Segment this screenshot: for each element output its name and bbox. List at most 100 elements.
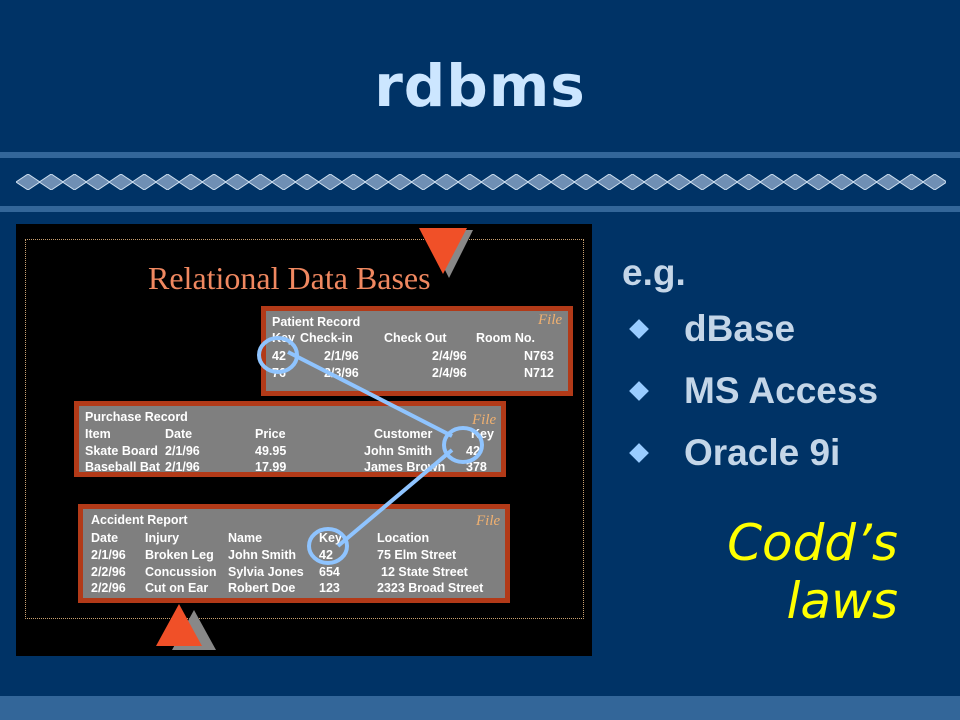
codds-laws-callout: Codd’s laws <box>727 514 898 630</box>
divider-diamond-icon <box>596 174 623 190</box>
divider-diamond-icon <box>317 174 344 190</box>
key-circle-accident <box>307 527 349 565</box>
accident-cell: 42 <box>319 548 333 562</box>
purchase-col-date: Date <box>165 427 193 441</box>
divider-diamond-icon <box>642 174 669 190</box>
accident-cell: Broken Leg <box>145 548 214 562</box>
link-line-purchase-accident <box>336 448 454 548</box>
callout-line-1: Codd’s <box>727 514 898 572</box>
divider-diamond-icon <box>38 174 65 190</box>
divider-diamond-icon <box>363 174 390 190</box>
divider-diamond-icon <box>689 174 716 190</box>
triangle-bottom <box>156 604 202 646</box>
divider-diamond-icon <box>480 174 506 190</box>
divider-diamond-icon <box>805 174 832 190</box>
accident-cell: 654 <box>319 565 340 579</box>
divider-diamond-icon <box>619 174 646 190</box>
divider-diamond-icon <box>294 174 320 190</box>
divider-diamond-icon <box>921 174 946 190</box>
purchase-cell: Baseball Bat <box>85 460 161 474</box>
key-links <box>257 336 484 565</box>
purchase-record-header: Purchase Record <box>85 410 188 424</box>
accident-cell: 2/2/96 <box>91 581 126 595</box>
patient-record-header: Patient Record <box>272 315 361 329</box>
divider-diamond-icon <box>549 174 576 190</box>
divider-diamond-icon <box>61 174 88 190</box>
purchase-cell: Skate Board <box>85 444 158 458</box>
accident-cell: 12 State Street <box>381 565 468 579</box>
accident-col-name: Name <box>228 531 263 545</box>
divider-top <box>0 152 960 158</box>
purchase-cell: 49.95 <box>255 444 287 458</box>
accident-col-key: Key <box>319 531 342 545</box>
purchase-col-price: Price <box>255 427 286 441</box>
divider-diamond-icon <box>131 174 158 190</box>
divider-diamond-icon <box>666 174 692 190</box>
purchase-cell: 378 <box>466 460 487 474</box>
diamond-bullet-icon <box>629 319 649 339</box>
bullet-text: MS Access <box>684 370 879 411</box>
accident-cell: 123 <box>319 581 340 595</box>
patient-file-label: File <box>538 312 563 328</box>
divider-diamond-icon <box>875 174 902 190</box>
slide-title: rdbms <box>374 52 586 120</box>
accident-cell: Robert Doe <box>228 581 296 595</box>
accident-cell: Sylvia Jones <box>228 565 304 579</box>
bullet-text: dBase <box>684 308 796 349</box>
divider-diamond-icon <box>759 174 785 190</box>
accident-cell: John Smith <box>228 548 297 562</box>
accident-cell: Concussion <box>145 565 217 579</box>
purchase-cell: John Smith <box>364 444 433 458</box>
divider-diamond-icon <box>782 174 809 190</box>
divider-diamond-icon <box>712 174 739 190</box>
accident-col-location: Location <box>377 531 430 545</box>
accident-report-header: Accident Report <box>91 513 188 527</box>
divider-diamond-icon <box>154 174 181 190</box>
divider-diamond-icon <box>224 174 251 190</box>
accident-cell: 75 Elm Street <box>377 548 457 562</box>
divider-diamond-icon <box>735 174 762 190</box>
divider-diamond-icon <box>108 174 134 190</box>
patient-cell: 2/1/96 <box>324 349 359 363</box>
footer-bar <box>0 696 960 720</box>
accident-col-date: Date <box>91 531 119 545</box>
diamond-divider <box>16 174 946 190</box>
patient-cell: 2/4/96 <box>432 349 467 363</box>
patient-cell: N763 <box>524 349 554 363</box>
divider-bottom <box>0 206 960 212</box>
divider-diamond-icon <box>573 174 599 190</box>
divider-diamond-icon <box>201 174 227 190</box>
divider-diamond-icon <box>177 174 204 190</box>
patient-col-checkin: Check-in <box>300 331 353 345</box>
divider-diamond-icon <box>456 174 483 190</box>
divider-diamond-icon <box>387 174 413 190</box>
patient-record-table: Patient Record File Key Check-in Check O… <box>261 306 573 396</box>
divider-diamond-icon <box>852 174 878 190</box>
figure-decorations <box>156 228 473 650</box>
accident-file-label: File <box>476 513 501 529</box>
purchase-cell: 2/1/96 <box>165 444 200 458</box>
callout-line-2: laws <box>786 572 898 630</box>
accident-cell: Cut on Ear <box>145 581 209 595</box>
figure-title: Relational Data Bases <box>148 260 431 296</box>
divider-diamond-icon <box>828 174 855 190</box>
divider-diamond-icon <box>340 174 367 190</box>
divider-diamond-icon <box>526 174 553 190</box>
purchase-file-label: File <box>472 412 497 428</box>
bullet-text: Oracle 9i <box>684 432 841 473</box>
patient-col-room: Room No. <box>476 331 536 345</box>
patient-cell: N712 <box>524 366 554 380</box>
purchase-cell: 2/1/96 <box>165 460 200 474</box>
divider-diamond-icon <box>84 174 111 190</box>
divider-diamond-icon <box>247 174 274 190</box>
patient-cell: 42 <box>272 349 286 363</box>
diamond-bullet-icon <box>629 381 649 401</box>
key-circle-purchase <box>442 426 484 464</box>
divider-diamond-icon <box>433 174 460 190</box>
accident-report-table: Accident Report File Date Injury Name Ke… <box>78 504 510 603</box>
accident-cell: 2/1/96 <box>91 548 126 562</box>
divider-diamond-icon <box>16 174 41 190</box>
divider-diamond-icon <box>410 174 437 190</box>
triangle-top <box>419 228 467 274</box>
purchase-col-item: Item <box>85 427 111 441</box>
